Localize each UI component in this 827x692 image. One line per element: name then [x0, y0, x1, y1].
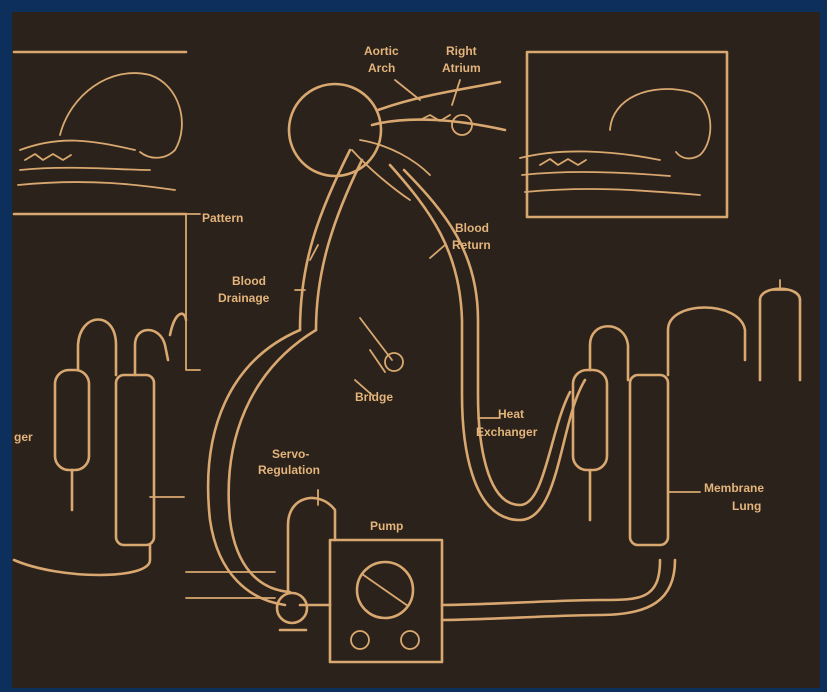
pump-label: Pump — [370, 519, 403, 533]
blood-drainage-label-line1: Blood — [232, 274, 266, 288]
annotation-lines — [294, 79, 501, 506]
right-atrium-label: Right Atrium — [442, 44, 481, 75]
pattern-label: Pattern — [202, 211, 243, 225]
bridge-clamp — [359, 317, 404, 373]
left-column — [12, 213, 201, 577]
membrane-lung-label: Membrane Lung — [704, 481, 764, 513]
left-partial-label: ger — [14, 430, 33, 444]
left-infant-panel — [12, 50, 188, 216]
right-infant-panel — [519, 50, 729, 219]
right-atrium-label-line2: Atrium — [442, 61, 481, 75]
cannula-tubing — [298, 148, 587, 522]
right-atrium-label-line1: Right — [446, 44, 477, 58]
aortic-arch-label-line1: Aortic — [364, 44, 399, 58]
heat-exchanger-label-line1: Heat — [498, 407, 524, 421]
membrane-lung-label-line1: Membrane — [704, 481, 764, 495]
servo-regulation-bladder — [185, 496, 337, 632]
servo-regulation-label: Servo- Regulation — [258, 447, 320, 477]
membrane-lung-label-line2: Lung — [732, 499, 761, 513]
diagram-board — [12, 12, 820, 688]
bridge-label: Bridge — [355, 390, 393, 404]
servo-regulation-label-line1: Servo- — [272, 447, 309, 461]
blood-return-label-line2: Return — [452, 238, 491, 252]
roller-pump — [298, 538, 677, 664]
right-column — [571, 279, 802, 547]
blood-return-label: Blood Return — [452, 221, 491, 252]
central-infant — [287, 80, 507, 201]
aortic-arch-label-line2: Arch — [368, 61, 395, 75]
blood-return-label-line1: Blood — [455, 221, 489, 235]
aortic-arch-label: Aortic Arch — [364, 44, 399, 75]
arterial-line — [206, 328, 318, 607]
heat-exchanger-label: Heat Exchanger — [476, 407, 538, 439]
blood-drainage-label-line2: Drainage — [218, 291, 270, 305]
heat-exchanger-label-line2: Exchanger — [476, 425, 538, 439]
servo-regulation-label-line2: Regulation — [258, 463, 320, 477]
blood-drainage-label: Blood Drainage — [218, 274, 270, 305]
